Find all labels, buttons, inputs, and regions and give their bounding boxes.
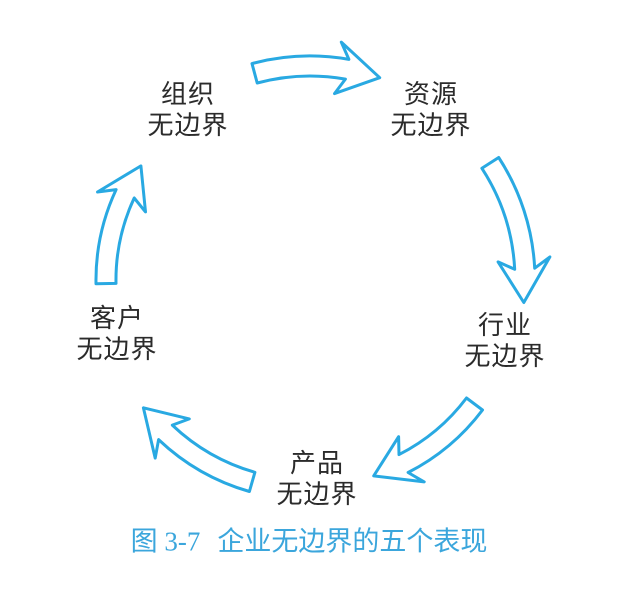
arrow-customer-to-organization (94, 164, 147, 286)
figure-caption: 图 3-7 企业无边界的五个表现 (131, 520, 488, 559)
node-product-line2: 无边界 (276, 480, 358, 509)
cycle-arrows-group (94, 40, 552, 493)
node-organization-line1: 组织 (160, 80, 216, 109)
node-customer-line2: 无边界 (76, 335, 158, 364)
figure-number: 图 3-7 (130, 526, 201, 557)
arrow-organization-to-resource (250, 40, 382, 96)
node-product-line1: 产品 (289, 449, 345, 478)
node-resource-line2: 无边界 (390, 111, 472, 140)
node-resource: 资源 无边界 (390, 79, 471, 141)
node-industry-line2: 无边界 (464, 342, 546, 371)
arrow-industry-to-product (372, 396, 484, 484)
arrow-product-to-customer (141, 406, 257, 493)
node-product: 产品 无边界 (276, 448, 357, 510)
node-organization: 组织 无边界 (147, 79, 228, 141)
arrow-resource-to-industry (480, 156, 552, 304)
node-organization-line2: 无边界 (147, 111, 229, 140)
node-resource-line1: 资源 (403, 80, 459, 109)
node-customer-line1: 客户 (89, 304, 145, 333)
node-customer: 客户 无边界 (76, 303, 157, 365)
node-industry-line1: 行业 (477, 311, 533, 340)
node-industry: 行业 无边界 (464, 310, 545, 372)
figure-title: 企业无边界的五个表现 (217, 526, 488, 557)
